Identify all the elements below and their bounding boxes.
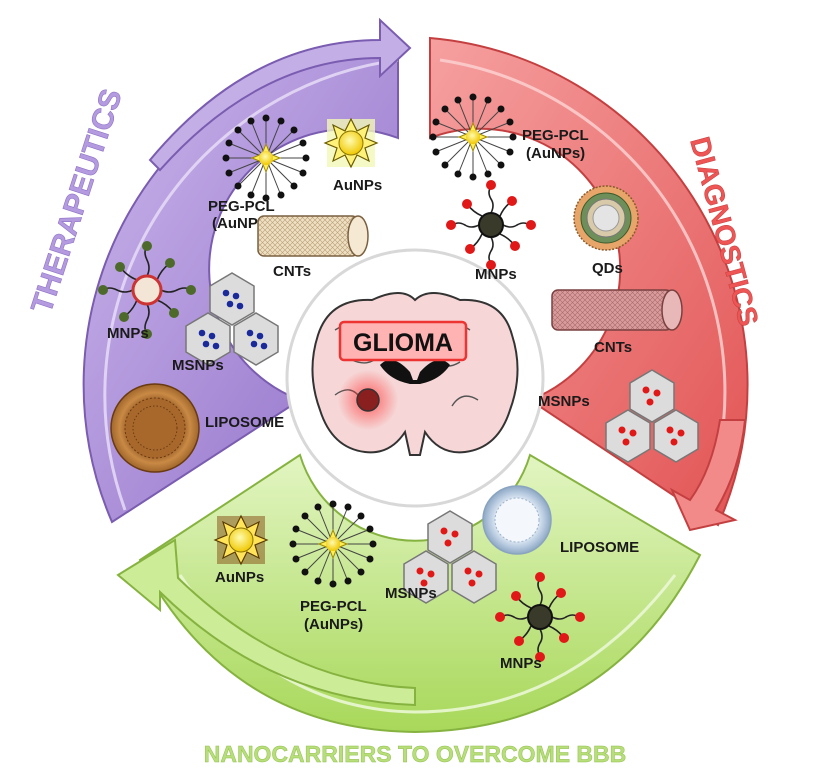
diagnostics-items: PEG-PCL (AuNPs) MNPs QDs CNTs MSNPs xyxy=(429,93,699,463)
bbb-mnps-icon xyxy=(495,572,585,662)
bbb-mnps-label: MNPs xyxy=(500,655,542,672)
bbb-title: NANOCARRIERS TO OVERCOME BBB xyxy=(204,741,627,767)
bbb-liposome-label: LIPOSOME xyxy=(560,539,639,556)
diagnostics-peg-pcl-icon xyxy=(429,93,517,181)
bbb-msnps-label: MSNPs xyxy=(385,585,437,602)
bbb-msnps-icon xyxy=(403,510,497,604)
bbb-aunps-label: AuNPs xyxy=(215,569,264,586)
therapeutics-arrow-icon xyxy=(148,17,412,172)
therapeutics-items: PEG-PCL (AuNPs) AuNPs CNTs MNPs MSNPs xyxy=(98,114,382,473)
tumor-icon xyxy=(356,388,380,412)
diagnostics-cnts-icon xyxy=(551,289,683,331)
bbb-aunps-icon xyxy=(213,514,269,566)
therapeutics-peg-pcl-label-2: (AuNPs) xyxy=(212,215,271,232)
diagnostics-cnts-label: CNTs xyxy=(594,339,632,356)
brain-icon xyxy=(311,292,519,456)
therapeutics-peg-pcl-label-1: PEG-PCL xyxy=(208,198,275,215)
diagnostics-mnps-label: MNPs xyxy=(475,266,517,283)
diagnostics-mnps-icon xyxy=(446,180,536,270)
diagnostics-peg-pcl-label-1: PEG-PCL xyxy=(522,127,589,144)
therapeutics-msnps-label: MSNPs xyxy=(172,357,224,374)
diagnostics-msnps-icon xyxy=(605,369,699,463)
glioma-label-box xyxy=(338,320,468,362)
therapeutics-liposome-icon xyxy=(110,383,200,473)
therapeutics-cnts-icon xyxy=(257,215,369,257)
therapeutics-mnps-icon xyxy=(98,241,196,339)
bbb-peg-pcl-icon xyxy=(289,500,377,588)
diagnostics-qds-icon xyxy=(573,185,639,251)
bbb-liposome-icon xyxy=(482,485,552,555)
bbb-arrow-icon xyxy=(116,538,416,707)
bbb-peg-pcl-label-1: PEG-PCL xyxy=(300,598,367,615)
therapeutics-peg-pcl-icon xyxy=(222,114,310,202)
diagnostics-arrow-icon xyxy=(669,419,747,532)
center-label: GLIOMA xyxy=(353,329,453,357)
therapeutics-aunps-label: AuNPs xyxy=(333,177,382,194)
therapeutics-msnps-icon xyxy=(185,272,279,366)
ventricles-icon xyxy=(380,359,450,384)
therapeutics-mnps-label: MNPs xyxy=(107,325,149,342)
therapeutics-liposome-label: LIPOSOME xyxy=(205,414,284,431)
bbb-peg-pcl-label-2: (AuNPs) xyxy=(304,616,363,633)
center-brain: GLIOMA xyxy=(285,248,545,508)
therapeutics-aunps-icon xyxy=(323,117,379,169)
diagnostics-msnps-label: MSNPs xyxy=(538,393,590,410)
bbb-items: AuNPs PEG-PCL (AuNPs) MSNPs LIPOSOME MNP… xyxy=(213,485,639,672)
diagnostics-peg-pcl-label-2: (AuNPs) xyxy=(526,145,585,162)
diagnostics-qds-label: QDs xyxy=(592,260,623,277)
therapeutics-cnts-label: CNTs xyxy=(273,263,311,280)
